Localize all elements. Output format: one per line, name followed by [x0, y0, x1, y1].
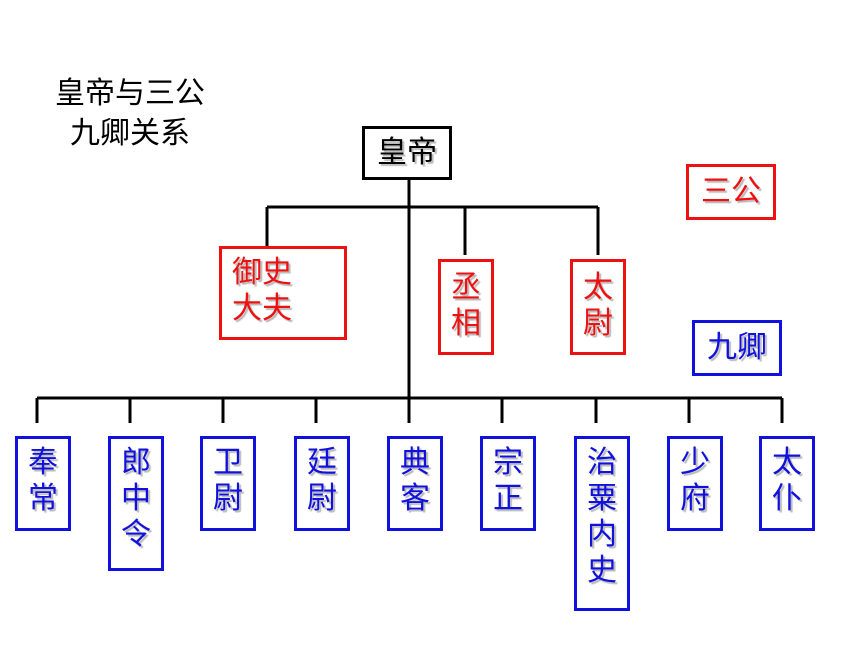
jiuqing-line: 府 [680, 481, 710, 516]
diagram-title: 皇帝与三公 九卿关系 [30, 74, 230, 154]
jiuqing-line: 尉 [213, 481, 243, 516]
jiuqing-line: 典 [400, 445, 430, 480]
jiuqing-line: 治 [587, 445, 617, 480]
jiuqing-dianke: 典 客 [387, 436, 443, 531]
sangong-line: 太 [583, 270, 613, 305]
jiuqing-line: 内 [587, 517, 617, 552]
jiuqing-line: 太 [772, 445, 802, 480]
jiuqing-line: 少 [680, 445, 710, 480]
jiuqing-line: 仆 [772, 481, 802, 516]
jiuqing-line: 正 [493, 481, 523, 516]
jiuqing-fengchang: 奉 常 [15, 436, 71, 531]
jiuqing-line: 中 [121, 481, 151, 516]
emperor-box: 皇帝 [362, 126, 452, 180]
title-line-1: 皇帝与三公 [55, 76, 205, 111]
jiuqing-line: 令 [121, 517, 151, 552]
jiuqing-shaofu: 少 府 [667, 436, 723, 531]
jiuqing-zhisuneishi: 治 粟 内 史 [574, 436, 630, 611]
jiuqing-line: 郎 [121, 445, 151, 480]
jiuqing-line: 尉 [307, 481, 337, 516]
emperor-label: 皇帝 [377, 135, 437, 170]
jiuqing-line: 史 [587, 553, 617, 588]
jiuqing-line: 奉 [28, 445, 58, 480]
jiuqing-taipu: 太 仆 [759, 436, 815, 531]
jiuqing-line: 常 [28, 481, 58, 516]
legend-jiuqing: 九卿 [692, 320, 782, 376]
jiuqing-zongzheng: 宗 正 [480, 436, 536, 531]
sangong-line: 尉 [583, 306, 613, 341]
legend-jiuqing-label: 九卿 [707, 330, 767, 365]
jiuqing-line: 客 [400, 481, 430, 516]
sangong-line: 大夫 [232, 291, 292, 326]
sangong-line: 丞 [451, 270, 481, 305]
legend-sangong: 三公 [686, 164, 776, 220]
sangong-taiwei: 太 尉 [570, 259, 626, 355]
title-line-2: 九卿关系 [70, 116, 190, 151]
jiuqing-line: 宗 [493, 445, 523, 480]
jiuqing-weiwei: 卫 尉 [200, 436, 256, 531]
jiuqing-langzhongling: 郎 中 令 [108, 436, 164, 571]
jiuqing-line: 廷 [307, 445, 337, 480]
legend-sangong-label: 三公 [701, 174, 761, 209]
sangong-chengxiang: 丞 相 [438, 259, 494, 355]
jiuqing-line: 粟 [587, 481, 617, 516]
sangong-line: 相 [451, 306, 481, 341]
jiuqing-line: 卫 [213, 445, 243, 480]
sangong-line: 御史 [232, 255, 292, 290]
jiuqing-tingwei: 廷 尉 [294, 436, 350, 531]
sangong-yushidafu: 御史 大夫 [219, 246, 347, 340]
